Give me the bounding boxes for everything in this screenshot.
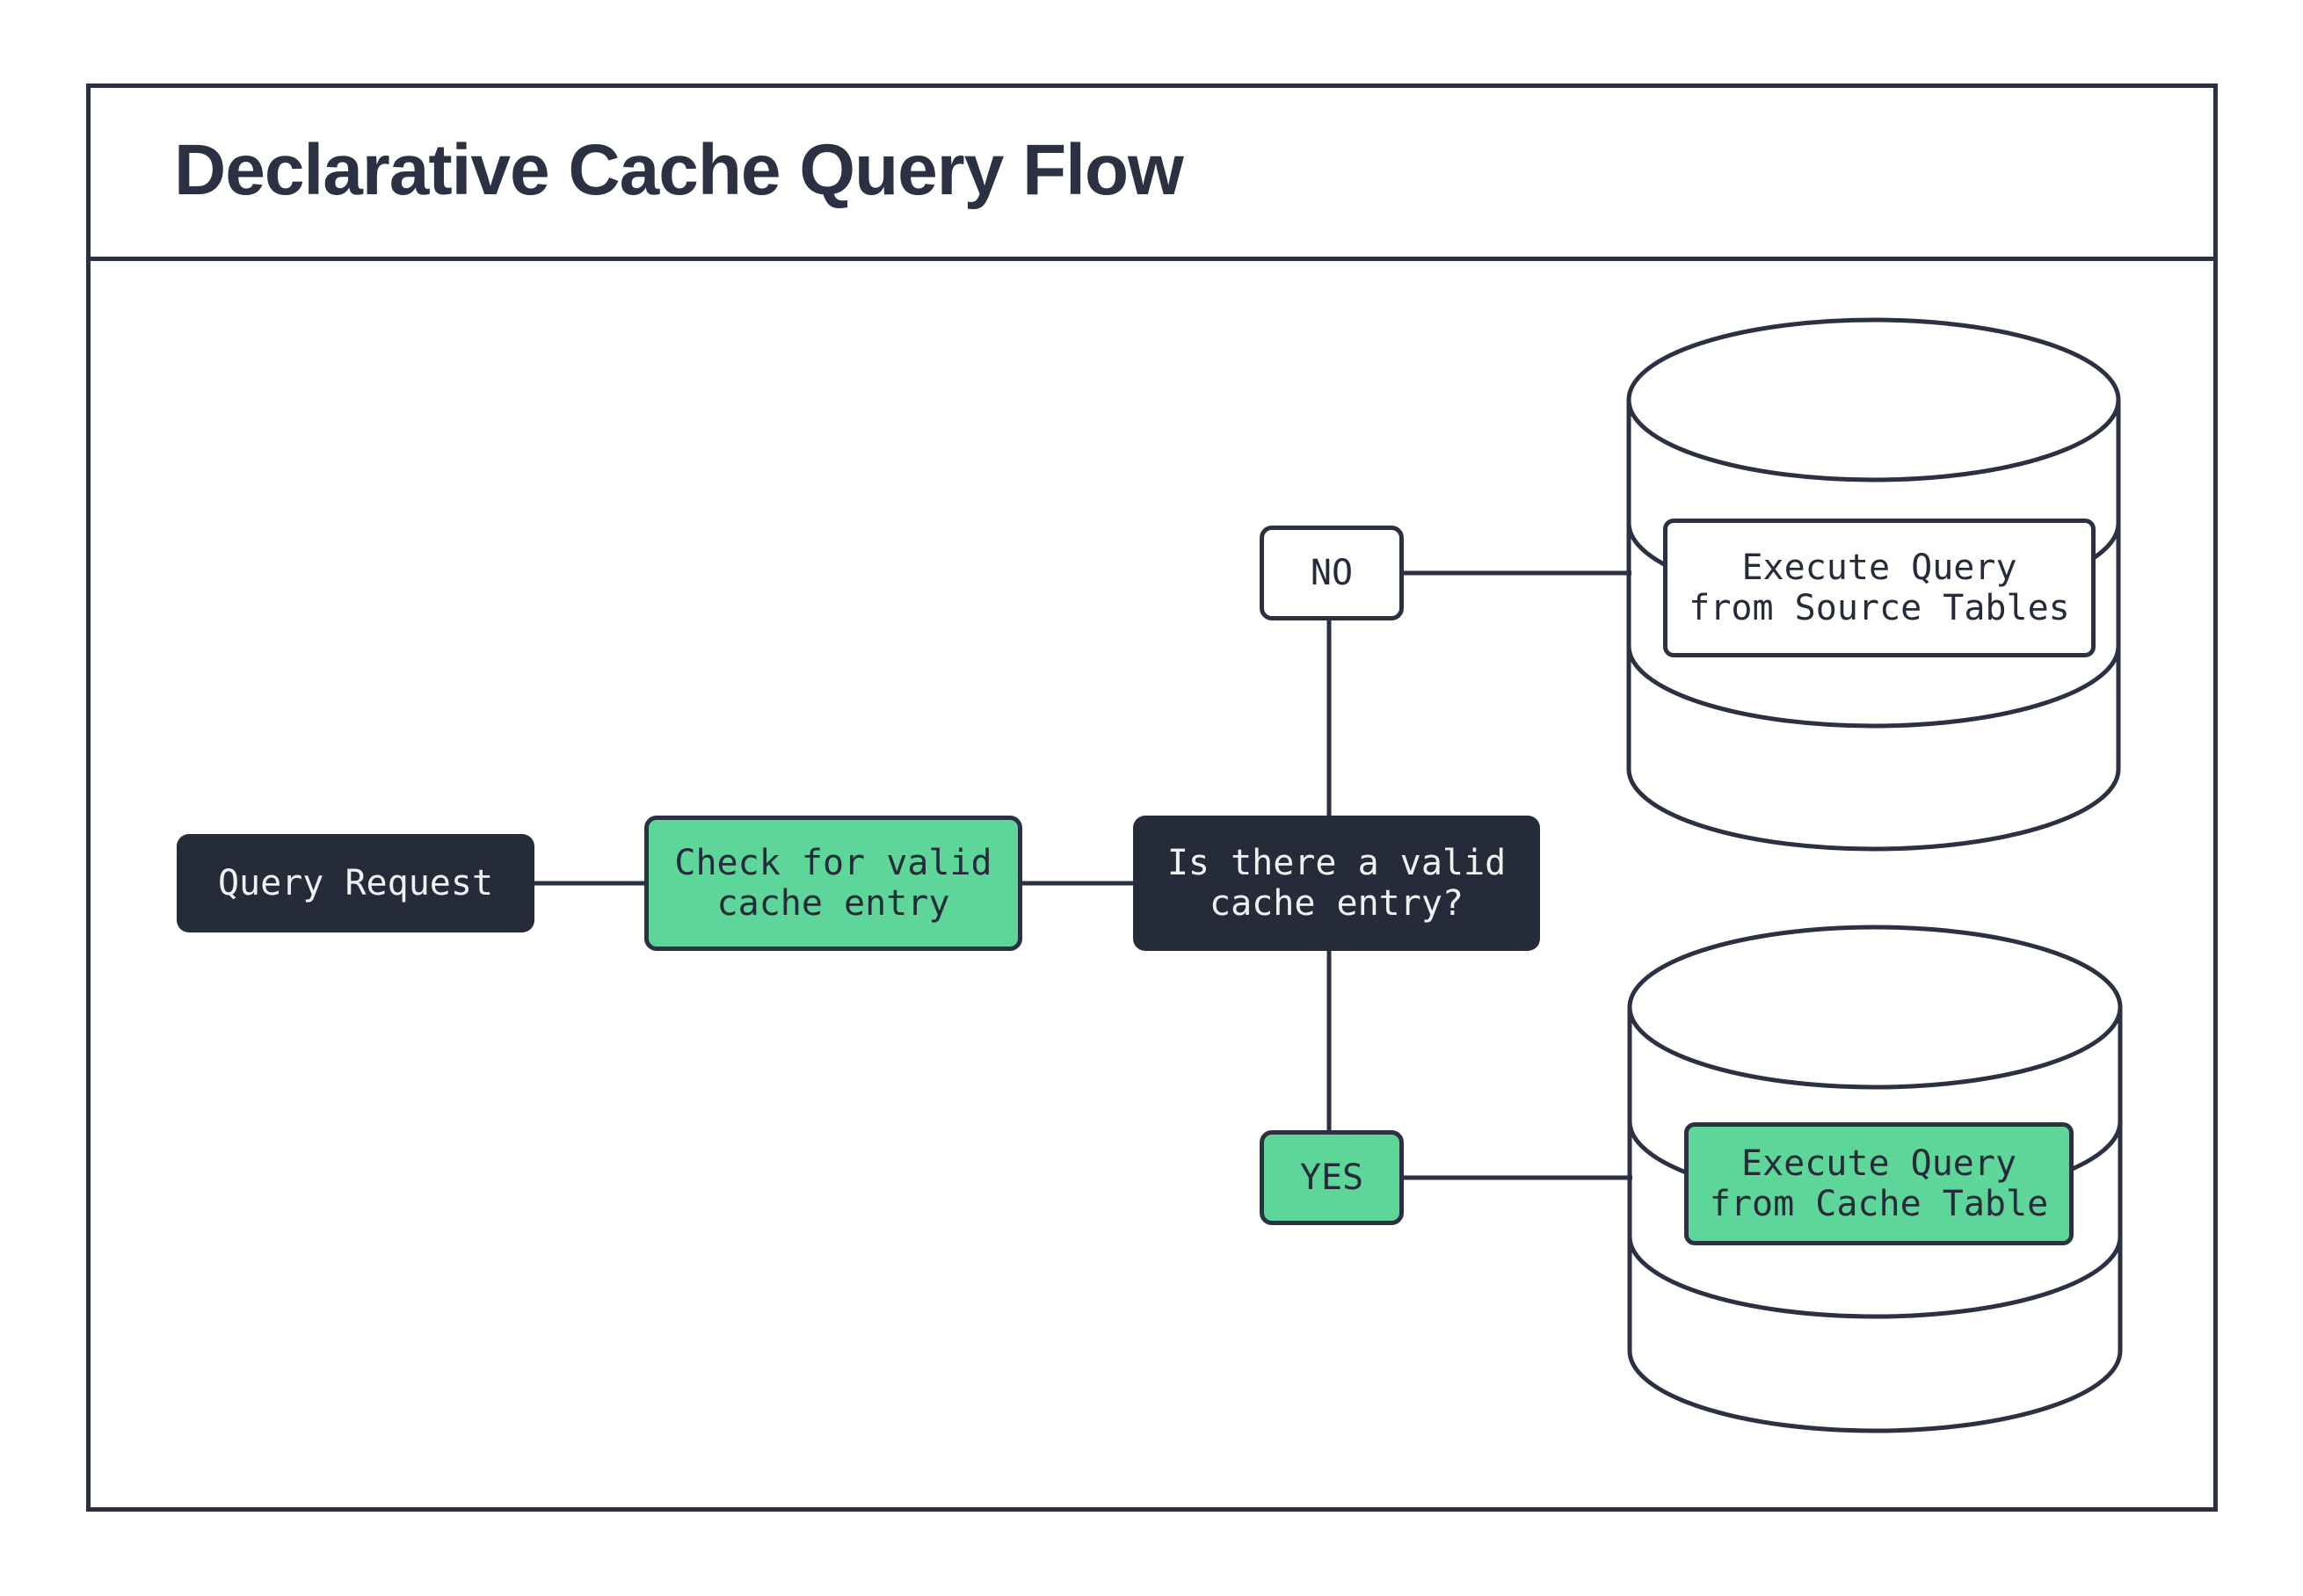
diagram-header: Declarative Cache Query Flow <box>86 83 2218 261</box>
check-cache-node: Check for valid cache entry <box>644 816 1022 951</box>
yes-branch-label: YES <box>1260 1130 1404 1225</box>
cache-db-label: Execute Query from Cache Table <box>1684 1122 2074 1245</box>
cache-database-icon <box>1627 925 2123 1433</box>
source-db-label: Execute Query from Source Tables <box>1663 519 2096 657</box>
diagram-frame <box>86 83 2218 1512</box>
diagram-title: Declarative Cache Query Flow <box>174 129 1184 210</box>
query-request-node: Query Request <box>177 834 534 932</box>
no-branch-label: NO <box>1260 526 1404 620</box>
flow-connectors <box>534 570 1632 1180</box>
decision-node: Is there a valid cache entry? <box>1133 816 1540 951</box>
